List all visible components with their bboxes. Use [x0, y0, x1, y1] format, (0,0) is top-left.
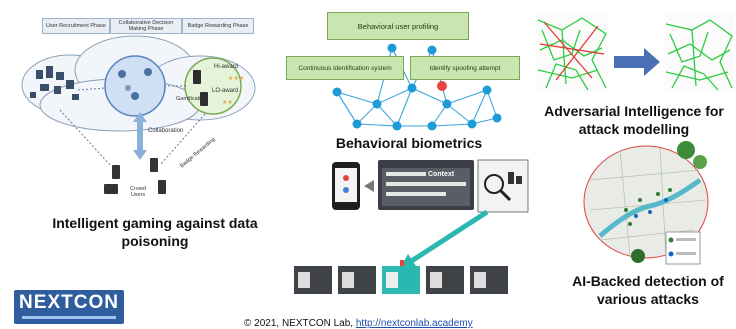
teal-arrow: [408, 209, 489, 265]
context-label: Context: [428, 171, 455, 178]
logo-underline: [22, 316, 116, 319]
biometrics-panel: Behavioral user profiling Continuous ide…: [282, 0, 532, 310]
caption-adversarial-1: Adversarial Intelligence for: [544, 103, 724, 119]
transform-arrow: [614, 48, 660, 76]
adversarial-panel: Adversarial Intelligence for attack mode…: [532, 0, 736, 140]
caption-biometrics: Behavioral biometrics: [335, 135, 483, 151]
network-nodes: [332, 43, 502, 131]
label-crowd-users: Crowd Users: [130, 186, 146, 198]
label-collaboration: Collaboration: [148, 128, 184, 134]
svg-text:★★★: ★★★: [228, 75, 244, 82]
label-lo-award: LO-award: [212, 88, 239, 94]
gaming-panel: User Recruitment Phase Collaborative Dec…: [0, 0, 280, 260]
logo-text: NEXTCON: [19, 292, 119, 313]
adversarial-maps: [536, 14, 734, 92]
profile-cards: [294, 260, 508, 294]
devices-cluster: [30, 66, 79, 100]
label-hi-award: Hi-award: [214, 64, 239, 70]
spoof-node: [437, 81, 447, 91]
phase-collaborative-decision: Collaborative Decision Making Phase: [110, 18, 182, 34]
copyright-link[interactable]: http://nextconlab.academy: [355, 318, 473, 329]
phase-badge-rewarding: Badge Rewarding Phase: [182, 18, 254, 34]
map-legend: [665, 231, 701, 265]
robot-icon-bottom: [631, 249, 645, 263]
caption-gaming-1: Intelligent gaming against data: [52, 215, 258, 231]
detection-panel: AI-Backed detection of various attacks: [570, 140, 736, 310]
detection-map: [583, 141, 709, 265]
crowd-devices: [104, 158, 166, 194]
gaming-circle: [104, 55, 166, 117]
label-gamification: Gamification: [176, 96, 207, 102]
caption-gaming-2: poisoning: [121, 233, 189, 249]
svg-text:★★: ★★: [222, 99, 233, 106]
caption-detection-2: various attacks: [597, 291, 699, 307]
nextcon-logo: NEXTCON: [14, 290, 124, 324]
robot-icon-top: [677, 141, 695, 159]
gaming-diagram: ★★★★★: [21, 35, 256, 194]
phase-user-recruitment: User Recruitment Phase: [42, 18, 110, 34]
identify-spoofing-box: Identify spoofing attempt: [410, 56, 520, 80]
behavioral-user-profiling-box: Behavioral user profiling: [327, 12, 469, 40]
caption-detection-1: AI-Backed detection of: [572, 273, 724, 289]
copyright-line: © 2021, NEXTCON Lab, http://nextconlab.a…: [244, 318, 473, 329]
continuous-identification-box: Continuous identification system: [286, 56, 404, 80]
biometrics-network: [294, 43, 529, 294]
copyright-text: © 2021, NEXTCON Lab,: [244, 318, 354, 329]
caption-adversarial-2: attack modelling: [578, 121, 690, 137]
